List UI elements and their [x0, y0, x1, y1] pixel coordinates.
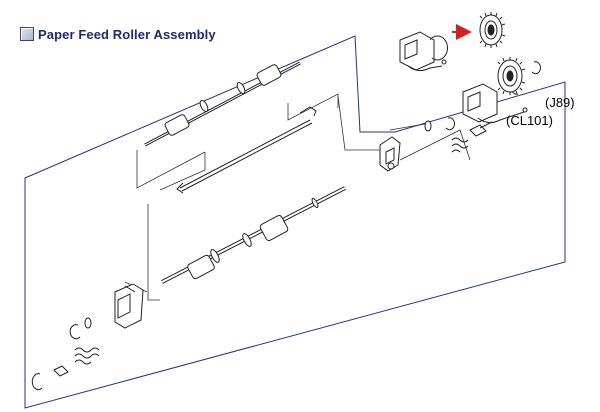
- square-bullet-icon: [20, 27, 34, 41]
- right-small-parts: [424, 117, 493, 153]
- left-bracket: [114, 283, 144, 329]
- page-title-bar: Paper Feed Roller Assembly: [20, 25, 216, 43]
- feed-gear-lower: [497, 57, 541, 95]
- washer-left: [84, 317, 92, 329]
- feed-gear-top: [479, 12, 506, 48]
- spring-right: [451, 137, 469, 153]
- e-ring-right: [445, 117, 455, 131]
- leader-lines: [124, 93, 471, 301]
- right-bracket: [379, 136, 401, 172]
- bushing-right: [469, 124, 487, 137]
- upper-roller-shaft: [144, 61, 301, 147]
- callout-clutch-label: (CL101): [506, 113, 553, 128]
- clutch-assembly-top: [399, 31, 448, 72]
- thin-rod: [176, 106, 317, 194]
- clutch-assembly-lower: [462, 81, 528, 124]
- washer-right: [424, 120, 432, 132]
- page-title: Paper Feed Roller Assembly: [38, 26, 216, 42]
- paper-feed-roller-shaft: [161, 186, 346, 284]
- spring-left: [74, 347, 100, 365]
- e-ring-left-lower: [31, 373, 43, 391]
- left-small-parts: [31, 317, 100, 391]
- bushing-left: [53, 365, 69, 377]
- callout-connector-label: (J89): [545, 95, 575, 110]
- e-ring-left-upper: [69, 324, 81, 340]
